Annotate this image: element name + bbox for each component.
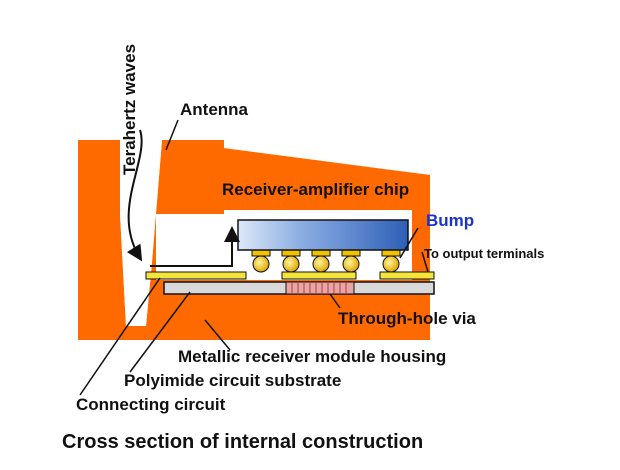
antenna-horn [120, 140, 162, 326]
receiver-amplifier-chip [237, 219, 409, 251]
label-bump: Bump [426, 211, 474, 230]
leader-antenna [165, 119, 179, 151]
leader-bump [399, 227, 419, 259]
circuit-center [281, 271, 357, 280]
label-substrate: Polyimide circuit substrate [124, 371, 341, 390]
circuit-output [379, 271, 435, 280]
label-chip: Receiver-amplifier chip [222, 180, 409, 199]
label-housing: Metallic receiver module housing [178, 347, 446, 366]
label-via: Through-hole via [338, 309, 476, 328]
leader-substrate [129, 291, 191, 373]
housing-upper-block [162, 140, 224, 214]
label-terahertz-waves: Terahertz waves [120, 44, 139, 175]
label-output: To output terminals [424, 246, 544, 261]
antenna-horn-left [78, 140, 120, 200]
signal-arrow-chip [150, 226, 240, 267]
leader-via [329, 293, 341, 309]
housing-slope [224, 150, 430, 210]
through-hole-vias [285, 281, 355, 295]
leader-connecting [79, 277, 161, 396]
label-connecting: Connecting circuit [76, 395, 226, 414]
connecting-circuit [145, 271, 247, 280]
leader-housing [204, 319, 231, 351]
leader-output [421, 251, 429, 273]
bumps [251, 249, 401, 273]
caption: Cross section of internal construction [62, 431, 423, 453]
label-antenna: Antenna [180, 100, 249, 119]
signal-arrow-antenna [126, 129, 143, 262]
